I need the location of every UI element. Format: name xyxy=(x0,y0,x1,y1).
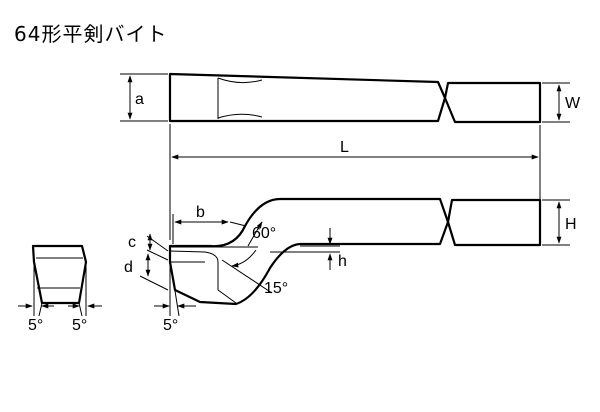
angle-60: 60° xyxy=(170,221,276,248)
dimension-c-label: c xyxy=(128,234,136,251)
angle-60-label: 60° xyxy=(252,225,276,242)
dimension-a: a xyxy=(120,73,168,122)
front-view-outline xyxy=(31,244,88,305)
dimension-c-d: c d xyxy=(124,233,169,291)
dimension-h-large: H xyxy=(542,199,577,246)
angle-tip-clearance: 5° xyxy=(154,263,196,334)
dimension-l-label: L xyxy=(340,139,349,156)
dimension-b: b xyxy=(172,204,247,244)
top-view xyxy=(168,72,542,124)
side-view-left-body xyxy=(168,197,450,306)
dimension-h-small-label: h xyxy=(338,253,347,270)
side-view-right-body xyxy=(446,198,542,247)
tip-face-lower xyxy=(217,289,237,304)
tip-face xyxy=(169,250,219,290)
angle-tip-clearance-label: 5° xyxy=(163,317,178,334)
dimension-a-label: a xyxy=(135,91,144,108)
top-view-left-body xyxy=(168,72,447,123)
angle-15-label: 15° xyxy=(264,280,288,297)
dimension-b-label: b xyxy=(196,204,205,221)
dimension-l: L xyxy=(169,124,541,240)
dimension-w-label: W xyxy=(565,95,581,112)
side-view xyxy=(168,197,542,306)
dimension-w: W xyxy=(542,82,581,123)
front-angle-right-label: 5° xyxy=(72,317,87,334)
top-view-tip-curve-lower xyxy=(217,113,263,119)
dimension-h-large-label: H xyxy=(565,216,577,233)
top-view-right-body xyxy=(443,81,542,124)
front-angle-left-label: 5° xyxy=(28,317,43,334)
dimension-d-label: d xyxy=(124,259,133,276)
front-view: 5° 5° xyxy=(18,244,102,334)
diagram-title: 64形平剣バイト xyxy=(14,22,168,46)
top-view-tip-curve-upper xyxy=(217,77,263,84)
dimension-h-small: h xyxy=(270,228,347,270)
angle-15: 15° xyxy=(221,249,288,297)
